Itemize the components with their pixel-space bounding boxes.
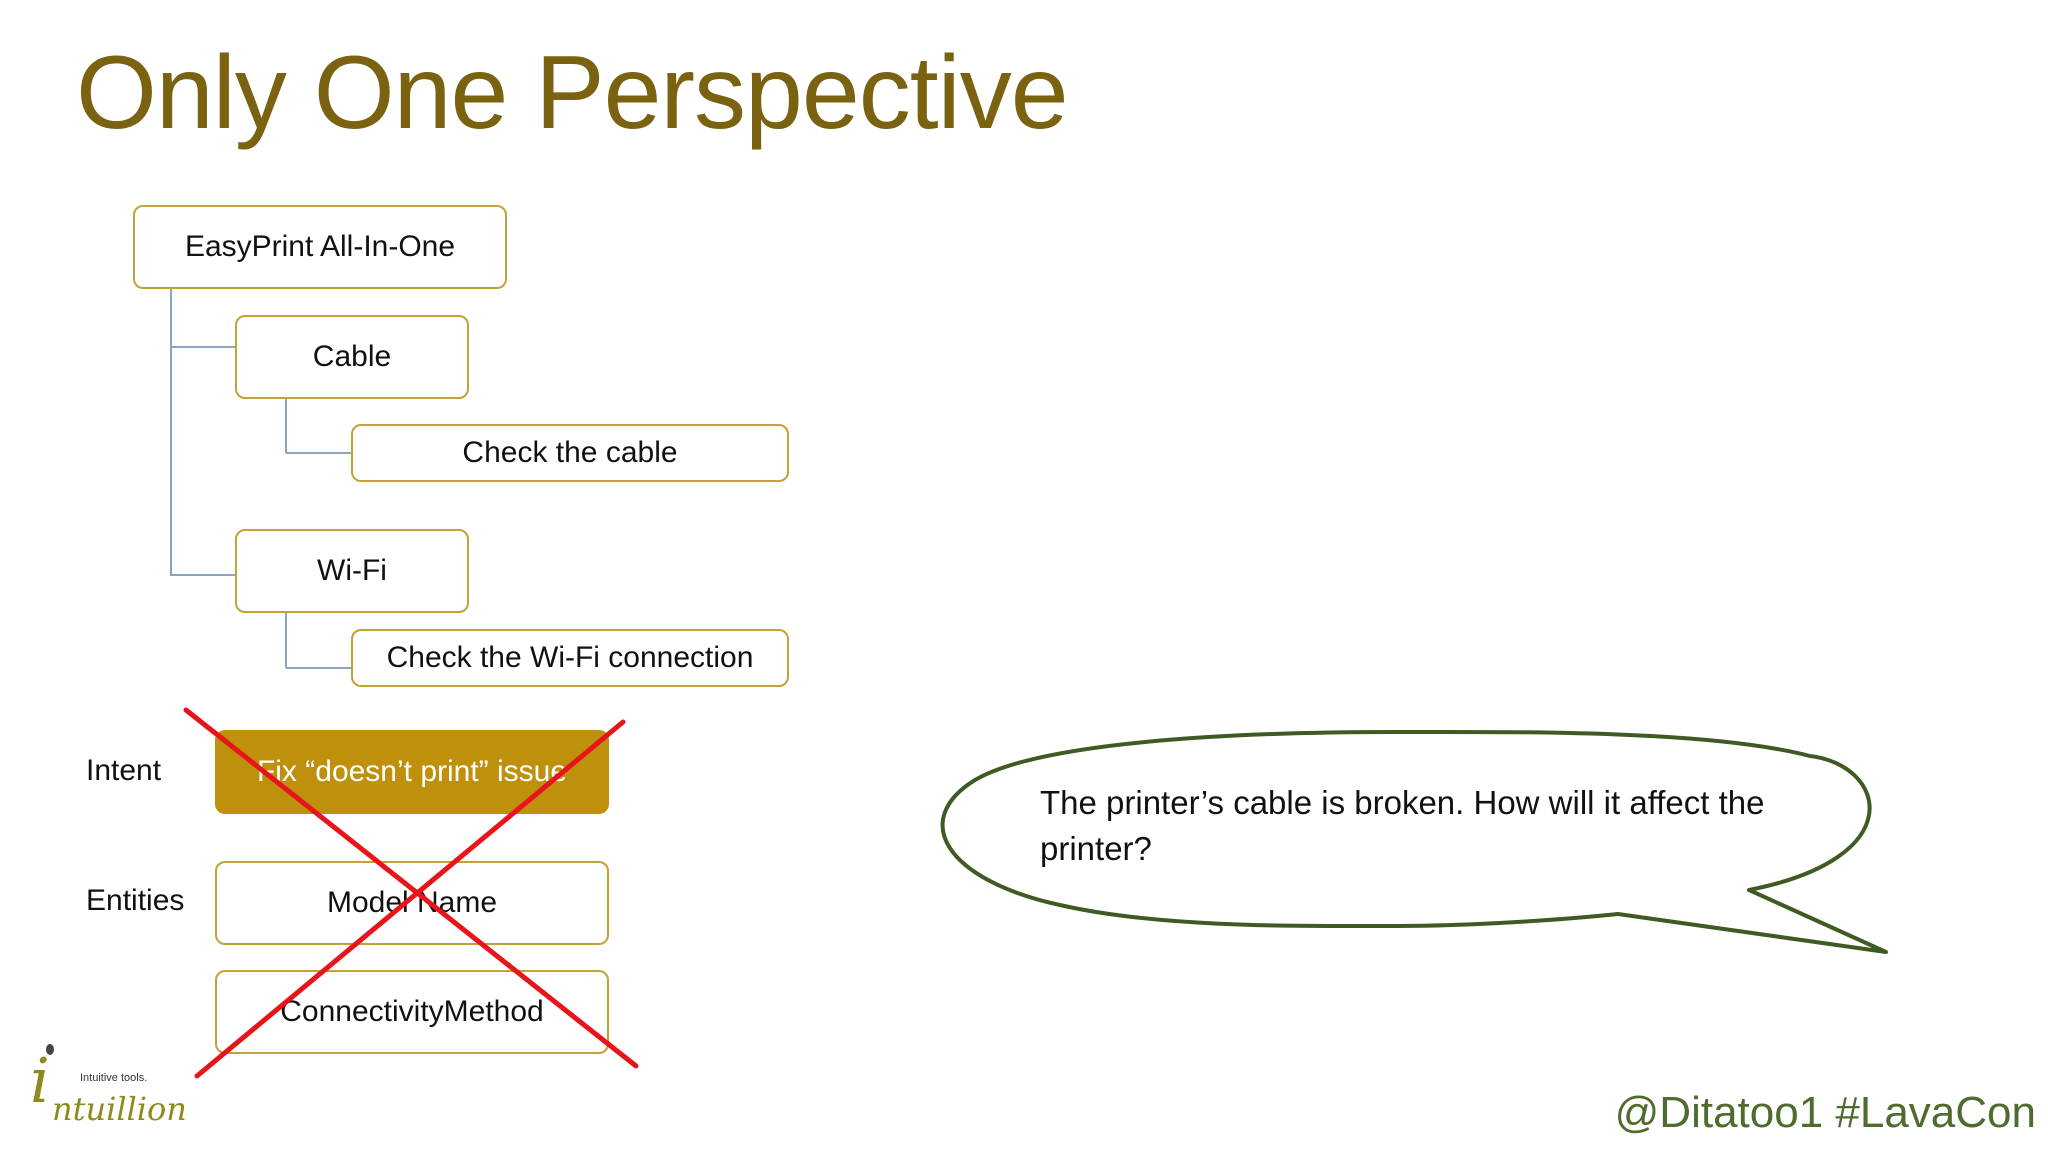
logo-tagline: Intuitive tools.: [80, 1072, 148, 1084]
intuillion-logo: i Intuitive tools. ntuillion: [30, 1040, 190, 1130]
speech-bubble-text: The printer’s cable is broken. How will …: [1040, 784, 1765, 867]
tree-root-node: EasyPrint All-In-One: [133, 205, 507, 289]
tree-root-label: EasyPrint All-In-One: [184, 230, 456, 263]
tree-node-cable-label: Cable: [312, 340, 392, 373]
logo-dot: [46, 1044, 54, 1055]
tree-node-check-cable-label: Check the cable: [462, 436, 678, 469]
intent-label: Intent: [86, 754, 162, 787]
tree-node-cable: Cable: [235, 315, 469, 399]
logo-initial: i: [30, 1044, 50, 1117]
entities-label: Entities: [86, 884, 185, 917]
slide-title: Only One Perspective: [76, 35, 1069, 151]
logo-wordmark: ntuillion: [52, 1090, 187, 1128]
tree-node-check-cable: Check the cable: [351, 424, 789, 482]
tree-node-check-wifi-label: Check the Wi-Fi connection: [386, 641, 754, 674]
tree-node-wifi: Wi-Fi: [235, 529, 469, 613]
tree-node-check-wifi: Check the Wi-Fi connection: [351, 629, 789, 687]
footer-hashtag: @Ditatoo1 #LavaCon: [1614, 1088, 2036, 1137]
tree-node-wifi-label: Wi-Fi: [317, 554, 387, 587]
